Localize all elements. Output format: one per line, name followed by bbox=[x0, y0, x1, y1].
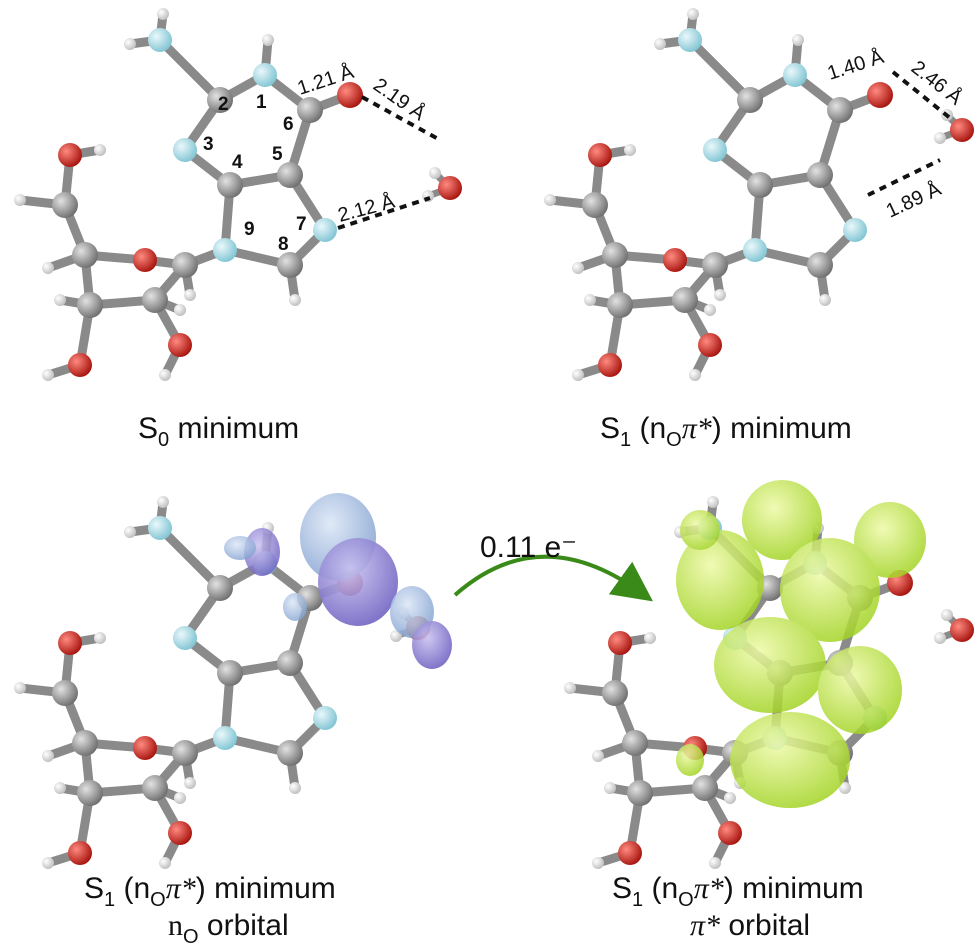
no-lobe bbox=[244, 528, 280, 576]
no-lobe bbox=[224, 536, 256, 560]
charge-transfer: 0.11 e⁻ bbox=[453, 531, 653, 602]
panel-s0: 1.21 Å 2.19 Å 2.12 Å 1 2 3 4 5 6 7 8 9 S… bbox=[14, 8, 462, 451]
caption-pi-line2: π* orbital bbox=[690, 909, 810, 942]
pi-lobe bbox=[854, 502, 926, 578]
caption-pi-line1: S1 (nOπ*) minimum bbox=[612, 872, 864, 911]
pi-lobe bbox=[714, 617, 826, 713]
panel-pi-orbital: S1 (nOπ*) minimum π* orbital bbox=[564, 480, 974, 942]
atom-number-6: 6 bbox=[283, 114, 294, 135]
caption-s1: S1 (nOπ*) minimum bbox=[600, 412, 852, 451]
atom-number-5: 5 bbox=[272, 144, 283, 165]
pi-lobe bbox=[780, 538, 880, 642]
pi-lobe bbox=[676, 530, 764, 630]
atom-number-9: 9 bbox=[244, 219, 255, 240]
caption-no-line2: nO orbital bbox=[168, 909, 289, 944]
hbond-o-water bbox=[361, 95, 441, 142]
transfer-arrow bbox=[453, 554, 653, 602]
no-lobe bbox=[318, 538, 398, 626]
hbond-n-water-s1 bbox=[867, 158, 941, 197]
pi-lobe bbox=[742, 480, 822, 560]
atom-number-8: 8 bbox=[278, 234, 289, 255]
transfer-label: 0.11 e⁻ bbox=[480, 531, 577, 564]
molecule-s0 bbox=[14, 8, 363, 381]
distance-nw-label: 2.12 Å bbox=[335, 189, 397, 226]
panel-no-orbital: S1 (nOπ*) minimum nO orbital bbox=[14, 493, 452, 944]
hbond-n-water bbox=[337, 196, 431, 230]
pi-lobe bbox=[680, 510, 720, 550]
distance-co-label-s1: 1.40 Å bbox=[824, 45, 887, 85]
atom-number-1: 1 bbox=[256, 92, 267, 113]
pi-lobe bbox=[676, 744, 704, 776]
panel-s1: 1.40 Å 2.46 Å 1.89 Å S1 (nOπ*) minimum bbox=[544, 8, 974, 451]
caption-no-line1: S1 (nOπ*) minimum bbox=[84, 872, 336, 911]
caption-s0: S0 minimum bbox=[138, 412, 299, 451]
distance-ow-label-s1: 2.46 Å bbox=[907, 56, 967, 110]
atom-number-7: 7 bbox=[296, 214, 307, 235]
atom-number-3: 3 bbox=[203, 134, 214, 155]
atom-number-4: 4 bbox=[232, 152, 243, 173]
water-pi bbox=[934, 609, 974, 644]
no-lobe bbox=[412, 621, 452, 669]
atom-number-2: 2 bbox=[218, 94, 229, 115]
pi-lobe bbox=[818, 646, 902, 734]
pi-lobe bbox=[730, 712, 850, 808]
no-lobe bbox=[283, 593, 307, 621]
water-s1 bbox=[934, 109, 974, 144]
